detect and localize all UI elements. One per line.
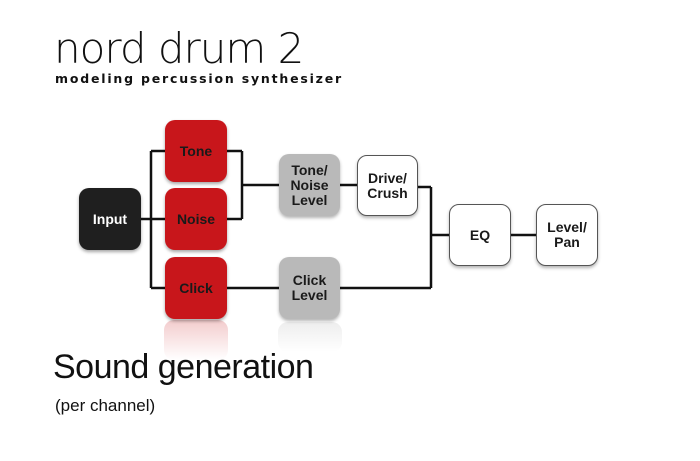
click-reflection [164, 320, 228, 360]
click-level-reflection [278, 322, 342, 352]
logo-tagline: modeling percussion synthesizer [55, 71, 343, 86]
level-pan-block: Level/ Pan [536, 204, 598, 266]
noise-block: Noise [165, 188, 227, 250]
click-level-block: Click Level [279, 257, 340, 319]
eq-block: EQ [449, 204, 511, 266]
diagram-title: Sound generation [53, 348, 314, 386]
input-block: Input [79, 188, 141, 250]
drive-crush-block: Drive/ Crush [357, 155, 418, 216]
logo: nord drum 2 [54, 24, 304, 73]
tone-noise-level-block: Tone/ Noise Level [279, 154, 340, 216]
diagram-subtitle: (per channel) [55, 396, 156, 415]
click-block: Click [165, 257, 227, 319]
tone-block: Tone [165, 120, 227, 182]
